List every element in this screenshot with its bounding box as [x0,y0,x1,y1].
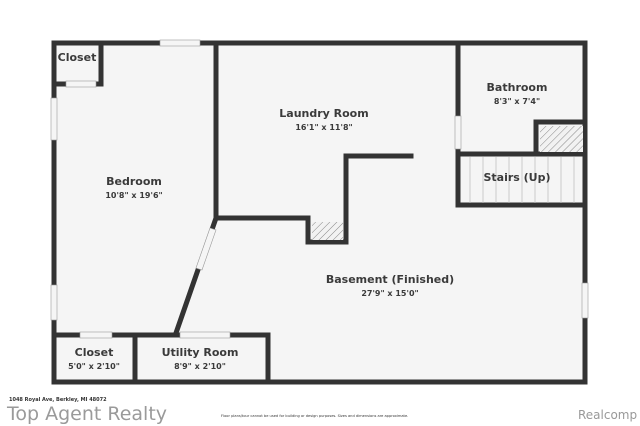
address-text: 1048 Royal Ave, Berkley, MI 48072 [9,397,107,403]
room-name-stairs: Stairs (Up) [483,171,550,184]
realcomp-watermark: Realcomp [578,408,638,422]
room-name-basement: Basement (Finished) [326,273,454,286]
chimney-hatch [312,222,343,240]
room-name-utility: Utility Room [162,346,239,359]
floor-area [54,43,585,382]
room-name-closet-top: Closet [58,51,97,64]
utility-hatch [540,126,583,152]
room-name-laundry: Laundry Room [279,107,368,120]
room-name-bathroom: Bathroom [487,81,548,94]
room-dims-utility: 8'9" x 2'10" [174,362,226,371]
room-dims-bathroom: 8'3" x 7'4" [494,97,540,106]
room-dims-basement: 27'9" x 15'0" [361,289,418,298]
room-name-bedroom: Bedroom [106,175,162,188]
windows-doors [50,39,589,339]
room-name-closet-bottom: Closet [75,346,114,359]
stair-treads [469,157,575,203]
room-dims-laundry: 16'1" x 11'8" [295,123,352,132]
room-dims-bedroom: 10'8" x 19'6" [105,191,162,200]
room-dims-closet-bottom: 5'0" x 2'10" [68,362,120,371]
brand-watermark: Top Agent Realty [7,403,168,425]
disclaimer-text: Floor plans/tour cannot be used for buil… [221,414,409,418]
